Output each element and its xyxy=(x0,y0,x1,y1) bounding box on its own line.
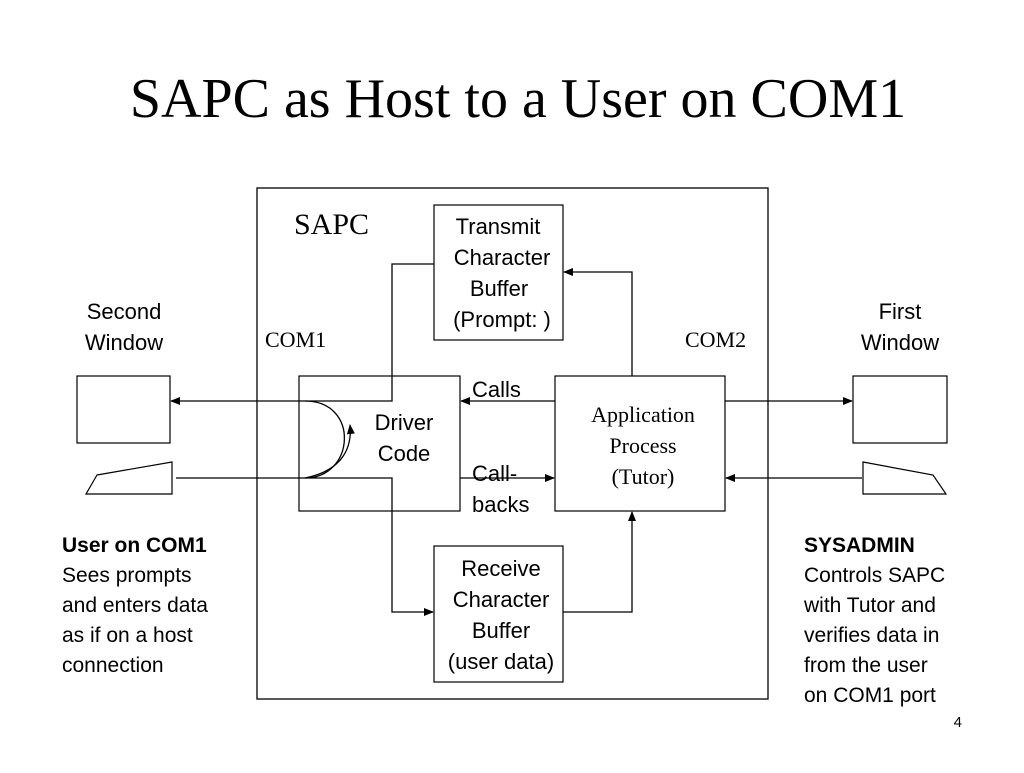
right-note-line-1: Controls SAPC xyxy=(804,564,945,587)
second-window-line-1: Second xyxy=(87,299,162,324)
transmit-to-second-window-arrow xyxy=(170,263,434,405)
left-note-line-2: and enters data xyxy=(62,594,208,617)
receive-buffer-line-2: Character xyxy=(453,587,550,612)
right-note-line-2: with Tutor and xyxy=(803,594,936,617)
second-window-line-2: Window xyxy=(85,330,163,355)
right-note-line-3: verifies data in xyxy=(804,624,939,647)
com1-label: COM1 xyxy=(265,327,326,352)
sapc-label: SAPC xyxy=(294,208,369,241)
page-title: SAPC as Host to a User on COM1 xyxy=(130,68,906,130)
receive-buffer-line-4: (user data) xyxy=(448,649,554,674)
sapc-box xyxy=(256,187,769,700)
first-window-line-2: Window xyxy=(861,330,939,355)
receive-to-app-arrow xyxy=(563,511,636,613)
receive-buffer-line-3: Buffer xyxy=(472,618,530,643)
callbacks-label-line-1: Call- xyxy=(472,461,517,486)
driver-code-line-2: Code xyxy=(378,441,431,466)
left-note-line-3: as if on a host xyxy=(62,624,193,647)
com2-label: COM2 xyxy=(685,327,746,352)
right-note-line-5: on COM1 port xyxy=(804,684,936,707)
transmit-buffer-line-3: Buffer xyxy=(470,276,528,301)
left-note-line-1: Sees prompts xyxy=(62,564,192,587)
calls-label: Calls xyxy=(472,377,521,402)
first-window-line-1: First xyxy=(879,299,922,324)
second-window-screen xyxy=(76,375,171,444)
application-process-line-1: Application xyxy=(591,402,695,427)
transmit-buffer-line-4: (Prompt: ) xyxy=(453,307,551,332)
second-window-keyboard xyxy=(84,461,173,495)
driver-interrupt-curve xyxy=(304,400,346,479)
left-note-heading: User on COM1 xyxy=(62,534,207,557)
transmit-buffer-line-2: Character xyxy=(454,245,551,270)
driver-interrupt-arrow xyxy=(304,424,355,479)
receive-buffer-line-1: Receive xyxy=(461,556,540,581)
right-note-line-4: from the user xyxy=(804,654,928,677)
application-process-line-3: (Tutor) xyxy=(612,464,675,489)
left-note-line-4: connection xyxy=(62,654,164,677)
keyboard-to-receive-arrow xyxy=(176,477,434,616)
transmit-buffer-line-1: Transmit xyxy=(456,214,541,239)
app-to-transmit-arrow xyxy=(563,268,633,376)
first-window-keyboard xyxy=(862,461,948,495)
receive-buffer-box xyxy=(433,545,564,683)
callbacks-label-line-2: backs xyxy=(472,492,529,517)
application-process-line-2: Process xyxy=(609,433,676,458)
page-number: 4 xyxy=(954,714,962,731)
driver-code-box xyxy=(298,375,461,512)
first-window-screen xyxy=(852,375,948,444)
right-note-heading: SYSADMIN xyxy=(804,534,915,557)
driver-code-line-1: Driver xyxy=(375,410,434,435)
transmit-buffer-box xyxy=(433,204,564,341)
application-process-box xyxy=(554,375,726,512)
